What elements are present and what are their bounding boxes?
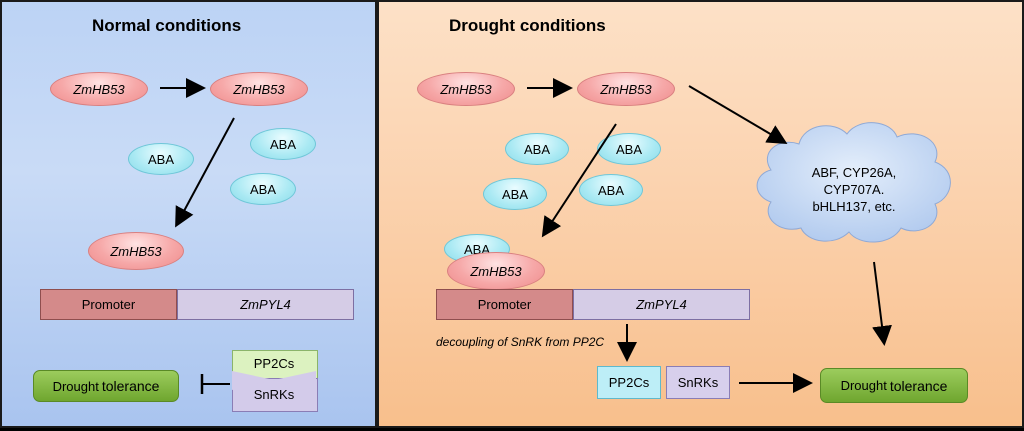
aba-normal-1: ABA bbox=[250, 128, 316, 160]
aba-normal-3: ABA bbox=[230, 173, 296, 205]
zmhb53-normal-3: ZmHB53 bbox=[88, 232, 184, 270]
normal-conditions-panel: Normal conditions ZmHB53 ZmHB53 ABA ABA … bbox=[0, 0, 377, 428]
aba-drought-4: ABA bbox=[579, 174, 643, 206]
drought-connectors bbox=[527, 78, 951, 393]
snrks-drought: SnRKs bbox=[666, 366, 730, 399]
tolerance-word1-drought: Drought bbox=[840, 378, 887, 393]
promoter-drought: Promoter bbox=[436, 289, 573, 320]
promoter-normal: Promoter bbox=[40, 289, 177, 320]
gene-zmpyl4-drought: ZmPYL4 bbox=[573, 289, 750, 320]
snrks-normal-label: SnRKs bbox=[253, 387, 295, 402]
drought-conditions-panel: Drought conditions ZmHB53 ZmHB53 ABA ABA… bbox=[377, 0, 1024, 428]
zmhb53-drought-2: ZmHB53 bbox=[577, 72, 675, 106]
aba-normal-2: ABA bbox=[128, 143, 194, 175]
cloud-text: ABF, CYP26A, CYP707A. bHLH137, etc. bbox=[779, 164, 929, 215]
tolerance-word1: Drought bbox=[52, 378, 99, 394]
zmhb53-normal-2: ZmHB53 bbox=[210, 72, 308, 106]
tolerance-word2: tolerance bbox=[101, 378, 160, 394]
normal-title: Normal conditions bbox=[92, 16, 242, 35]
gene-zmpyl4-normal: ZmPYL4 bbox=[177, 289, 354, 320]
aba-drought-2: ABA bbox=[597, 133, 661, 165]
normal-connectors bbox=[160, 78, 316, 394]
zmhb53-normal-1: ZmHB53 bbox=[50, 72, 148, 106]
drought-title: Drought conditions bbox=[449, 16, 606, 35]
aba-drought-3: ABA bbox=[483, 178, 547, 210]
arrow-drought-4 bbox=[872, 261, 892, 346]
tolerance-word2-drought: tolerance bbox=[889, 377, 948, 394]
zmhb53-drought-1: ZmHB53 bbox=[417, 72, 515, 106]
pp2c-snrk-notch bbox=[232, 371, 316, 390]
cloud-shape bbox=[756, 122, 951, 243]
decoupling-note: decoupling of SnRK from PP2C bbox=[436, 335, 605, 349]
pp2cs-drought: PP2Cs bbox=[597, 366, 661, 399]
aba-drought-1: ABA bbox=[505, 133, 569, 165]
arrow-normal-2 bbox=[175, 117, 235, 228]
arrow-drought-3 bbox=[688, 85, 788, 145]
cloud-line-3: bHLH137, etc. bbox=[812, 199, 896, 214]
zmhb53-bound: ZmHB53 bbox=[447, 252, 545, 290]
cloud-line-2: CYP707A. bbox=[823, 182, 885, 197]
cloud-line-1: ABF, CYP26A, bbox=[811, 165, 897, 180]
arrow-drought-2 bbox=[541, 123, 617, 238]
pp2cs-normal-label: PP2Cs bbox=[253, 356, 295, 371]
